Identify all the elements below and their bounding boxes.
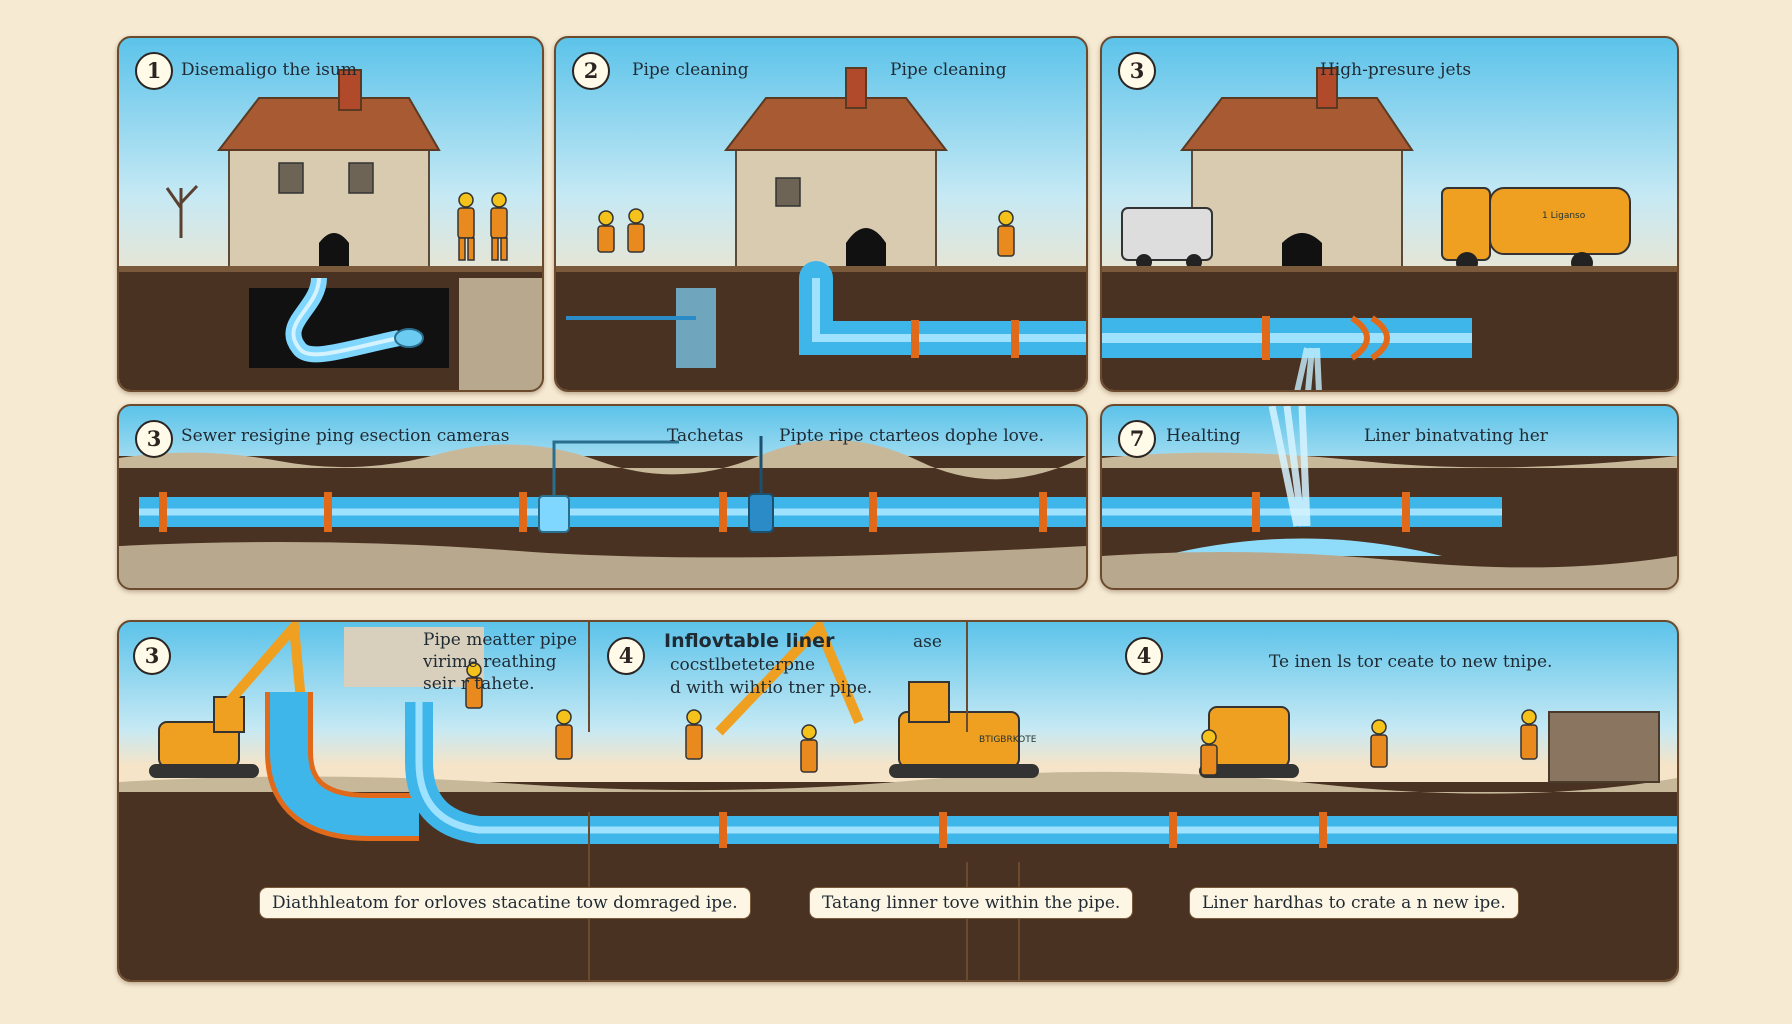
- caption-2: Tatang linner tove within the pipe.: [809, 887, 1134, 919]
- panel-4-sewer-cameras: 3 Sewer resigine ping esection cameras T…: [117, 404, 1088, 590]
- panel-6-line-1: Pipe meatter pipe: [423, 630, 578, 650]
- water-jet: [1268, 406, 1311, 527]
- panel-5-healing: 7 Healting Liner binatvating her: [1100, 404, 1679, 590]
- panel-4-label-a: Tachetas: [667, 426, 744, 446]
- panel-2-subtitle: Pipe cleaning: [890, 60, 1007, 80]
- pipe: [270, 692, 419, 836]
- excavator-icon: [149, 622, 309, 778]
- panel-3-illustration: 1 Liganso: [1102, 67, 1677, 390]
- caption-1: Diathhleatom for orloves stacatine tow d…: [259, 887, 751, 919]
- panel-2-illustration: [556, 67, 1086, 390]
- panel-4-label-b: Pipte ripe ctarteos dophe love.: [779, 426, 1044, 446]
- step-number: 3: [133, 637, 171, 675]
- gravel-bed: [119, 542, 1086, 588]
- step-number: 4: [1125, 637, 1163, 675]
- camera-unit: [538, 495, 570, 533]
- panel-5-title: Healting: [1166, 426, 1241, 446]
- pipe-end: [394, 328, 424, 348]
- worker-icon: [465, 662, 1538, 776]
- panel-7-line-2: cocstlbeteterpne: [670, 655, 816, 675]
- van-icon: [1121, 207, 1213, 270]
- truck-sign: 1 Liganso: [1542, 211, 1586, 221]
- step-number: 3: [135, 420, 173, 458]
- cleaning-tank: [676, 288, 716, 368]
- brick-pile: [1548, 711, 1660, 783]
- pipe-band: [159, 492, 1047, 532]
- panel-7-line-3: d with wihtio tner pipe.: [670, 678, 873, 698]
- panel-7-note: ase: [913, 632, 942, 652]
- panel-7-title: Inflovtable liner: [664, 630, 835, 652]
- truck-icon: [1441, 187, 1631, 274]
- step-number: 3: [1118, 52, 1156, 90]
- panel-8-title: Te inen ls tor ceate to new tnipe.: [1269, 652, 1553, 672]
- water-jet: [1294, 347, 1322, 390]
- panel-2-pipe-cleaning: 2 Pipe cleaning Pipe cleaning: [554, 36, 1088, 392]
- panel-1-title: Disemaligo the isum: [181, 60, 357, 80]
- panel-1-diagnose: 1 Disemaligo the isum: [117, 36, 544, 392]
- pipe-band: [1262, 316, 1270, 360]
- step-number: 1: [135, 52, 173, 90]
- excavator-icon: [715, 622, 1039, 778]
- worker-icon: [457, 192, 508, 261]
- camera-cable: [552, 440, 679, 496]
- step-number: 7: [1118, 420, 1156, 458]
- pipe-band: [1252, 492, 1410, 532]
- panel-1-illustration: [119, 69, 542, 390]
- bottom-strip: BTIGBRKOTE 3 Pipe meatter pipe viri: [117, 620, 1679, 982]
- step-number: 2: [572, 52, 610, 90]
- bottom-illustration: BTIGBRKOTE: [119, 622, 1677, 980]
- worker-icon: [597, 208, 1015, 257]
- rubble: [459, 278, 542, 390]
- panel-6-line-3: seir r tahete.: [423, 674, 535, 694]
- pipe-band: [911, 320, 919, 358]
- step-number: 4: [607, 637, 645, 675]
- house-icon: [216, 69, 441, 279]
- worker-platform: [344, 627, 484, 687]
- panel-4-title: Sewer resigine ping esection cameras: [181, 426, 510, 446]
- excavator-sign: BTIGBRKOTE: [979, 735, 1037, 745]
- water-splash: [1162, 538, 1442, 556]
- panel-5-illustration: [1102, 406, 1677, 588]
- panel-5-subtitle: Liner binatvating her: [1364, 426, 1548, 446]
- bare-tree-icon: [165, 184, 199, 238]
- panel-2-title: Pipe cleaning: [632, 60, 749, 80]
- house-icon: [1179, 67, 1414, 279]
- house-icon: [723, 67, 949, 279]
- panel-3-high-pressure-jets: 1 Liganso 3 High-presure jets: [1100, 36, 1679, 392]
- inspection-probe: [748, 493, 774, 533]
- panel-3-title: High-presure jets: [1320, 60, 1472, 80]
- panel-4-illustration: [119, 436, 1086, 588]
- caption-3: Liner hardhas to crate a n new ipe.: [1189, 887, 1519, 919]
- panel-6-line-2: virime reathing: [423, 652, 557, 672]
